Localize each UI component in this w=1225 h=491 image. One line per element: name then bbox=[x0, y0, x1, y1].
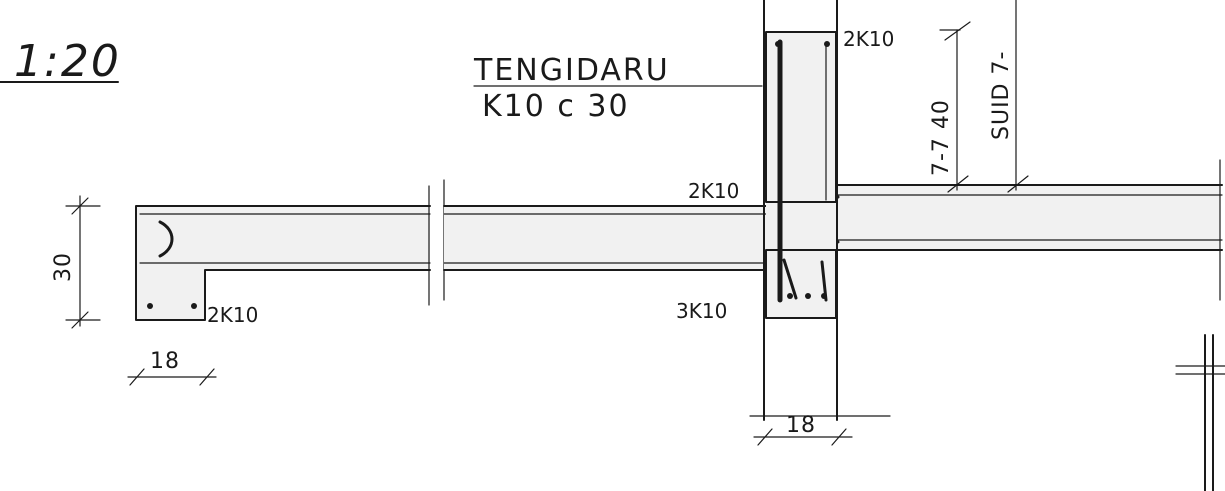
left-beam-bar bbox=[147, 303, 153, 309]
slab-bottom-bars-label: 3K10 bbox=[676, 299, 727, 323]
top-rebar-label: 2K10 bbox=[843, 27, 894, 51]
tie-rod-label: SUID 7- bbox=[989, 51, 1014, 140]
left-beam-outline bbox=[135, 205, 431, 321]
right-edge-fragment bbox=[1175, 159, 1225, 491]
middle-slab-concrete bbox=[444, 206, 770, 270]
scale-label-group: 1:20 bbox=[0, 36, 121, 87]
left-beam-bar bbox=[191, 303, 197, 309]
left-beam-hook bbox=[158, 220, 174, 258]
right-slab-concrete bbox=[838, 185, 1220, 250]
tie-level-label: 7-7 40 bbox=[929, 99, 954, 176]
column-stirrup bbox=[782, 258, 828, 302]
column-bar bbox=[824, 41, 830, 47]
stirrup-spec-label: K10 c 30 bbox=[482, 89, 630, 124]
left-width-label: 18 bbox=[150, 349, 180, 374]
left-beam-bars-label: 2K10 bbox=[207, 303, 258, 327]
dim-left-width: 18 bbox=[127, 349, 217, 386]
column-bar bbox=[805, 293, 811, 299]
stirrup-name-label: TENGIDARU bbox=[473, 53, 670, 88]
column-lower-box bbox=[765, 249, 837, 319]
middle-slab bbox=[443, 205, 771, 271]
scale-label: 1:20 bbox=[14, 36, 121, 87]
tie-dimension: 7-7 40 SUID 7- bbox=[929, 0, 1029, 193]
column-width-label: 18 bbox=[786, 413, 816, 438]
left-beam bbox=[135, 205, 431, 321]
beam-height-label: 30 bbox=[51, 252, 76, 282]
dim-column-width: 18 bbox=[753, 413, 853, 446]
column-bar bbox=[775, 41, 781, 47]
slab-top-bars-label: 2K10 bbox=[688, 179, 739, 203]
column bbox=[749, 0, 891, 421]
dim-beam-height: 30 bbox=[51, 195, 101, 329]
column-bar bbox=[787, 293, 793, 299]
column-upper-box bbox=[765, 31, 837, 203]
break-lines bbox=[428, 179, 445, 306]
